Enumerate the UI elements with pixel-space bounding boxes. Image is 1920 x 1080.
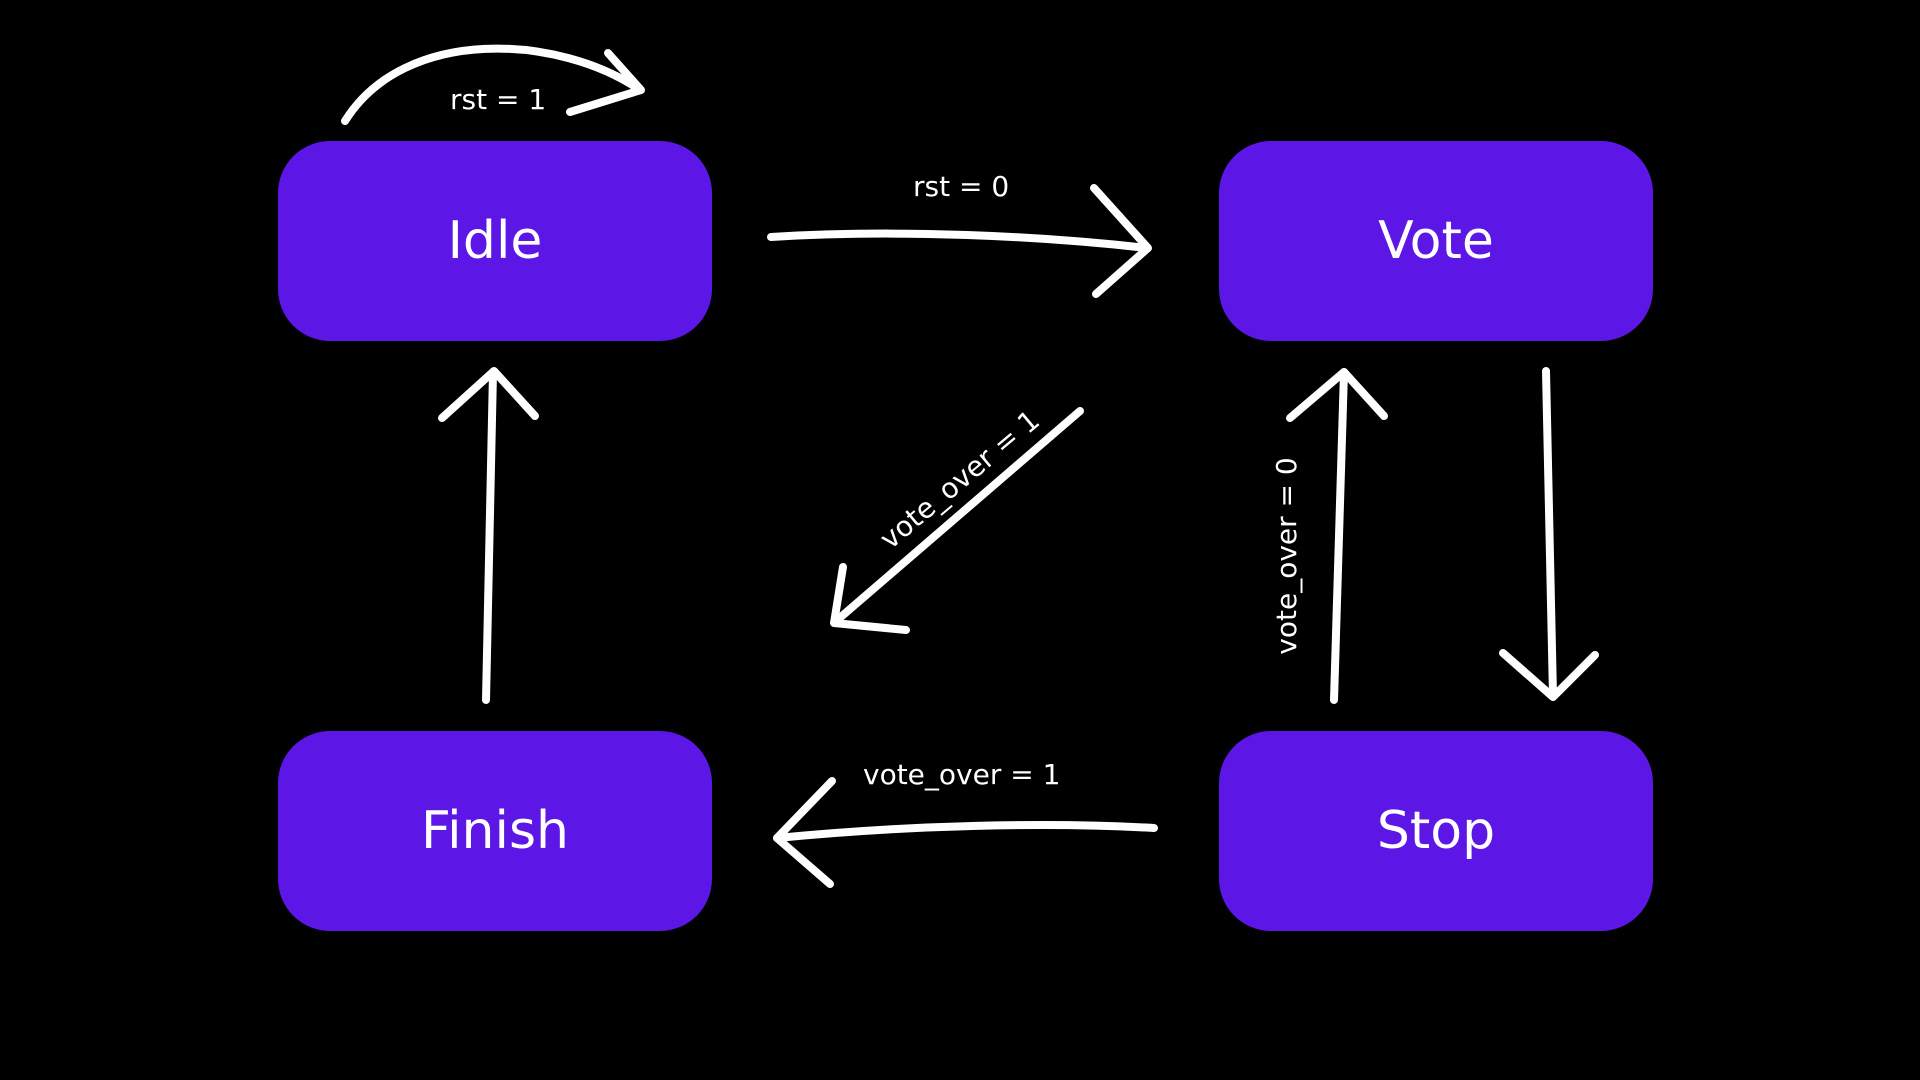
arrow-vote-to-stop — [1542, 367, 1557, 700]
arrow-stop-to-finish — [773, 821, 1158, 842]
arrow-finish-to-idle — [482, 368, 497, 704]
arrow-stop-to-vote-head — [1286, 368, 1388, 422]
arrow-stop-to-vote — [1330, 368, 1348, 704]
arrow-idle-self-loop-head — [566, 49, 645, 116]
arrow-idle-to-vote-head — [1090, 184, 1152, 298]
state-stop-label: Stop — [1376, 801, 1496, 861]
transition-label-idle-to-vote: rst = 0 — [913, 170, 1010, 203]
arrow-finish-to-idle-head — [438, 367, 539, 422]
arrow-idle-self-loop — [341, 44, 644, 125]
state-idle: Idle — [278, 141, 712, 341]
arrow-vote-to-stop-head — [1499, 649, 1599, 701]
state-finish: Finish — [278, 731, 712, 931]
state-finish-label: Finish — [420, 801, 570, 861]
state-vote: Vote — [1219, 141, 1653, 341]
arrow-stop-to-finish-head — [773, 777, 836, 888]
state-vote-label: Vote — [1378, 211, 1494, 271]
state-idle-label: Idle — [447, 211, 543, 271]
transition-label-idle-self: rst = 1 — [450, 83, 547, 116]
arrow-idle-to-vote — [767, 229, 1151, 252]
state-stop: Stop — [1219, 731, 1653, 931]
transition-label-stop-to-vote: vote_over = 0 — [1270, 457, 1303, 655]
arrow-vote-to-finish — [831, 407, 1084, 626]
arrow-vote-to-finish-head — [830, 563, 910, 634]
transition-label-stop-to-finish: vote_over = 1 — [863, 758, 1061, 791]
